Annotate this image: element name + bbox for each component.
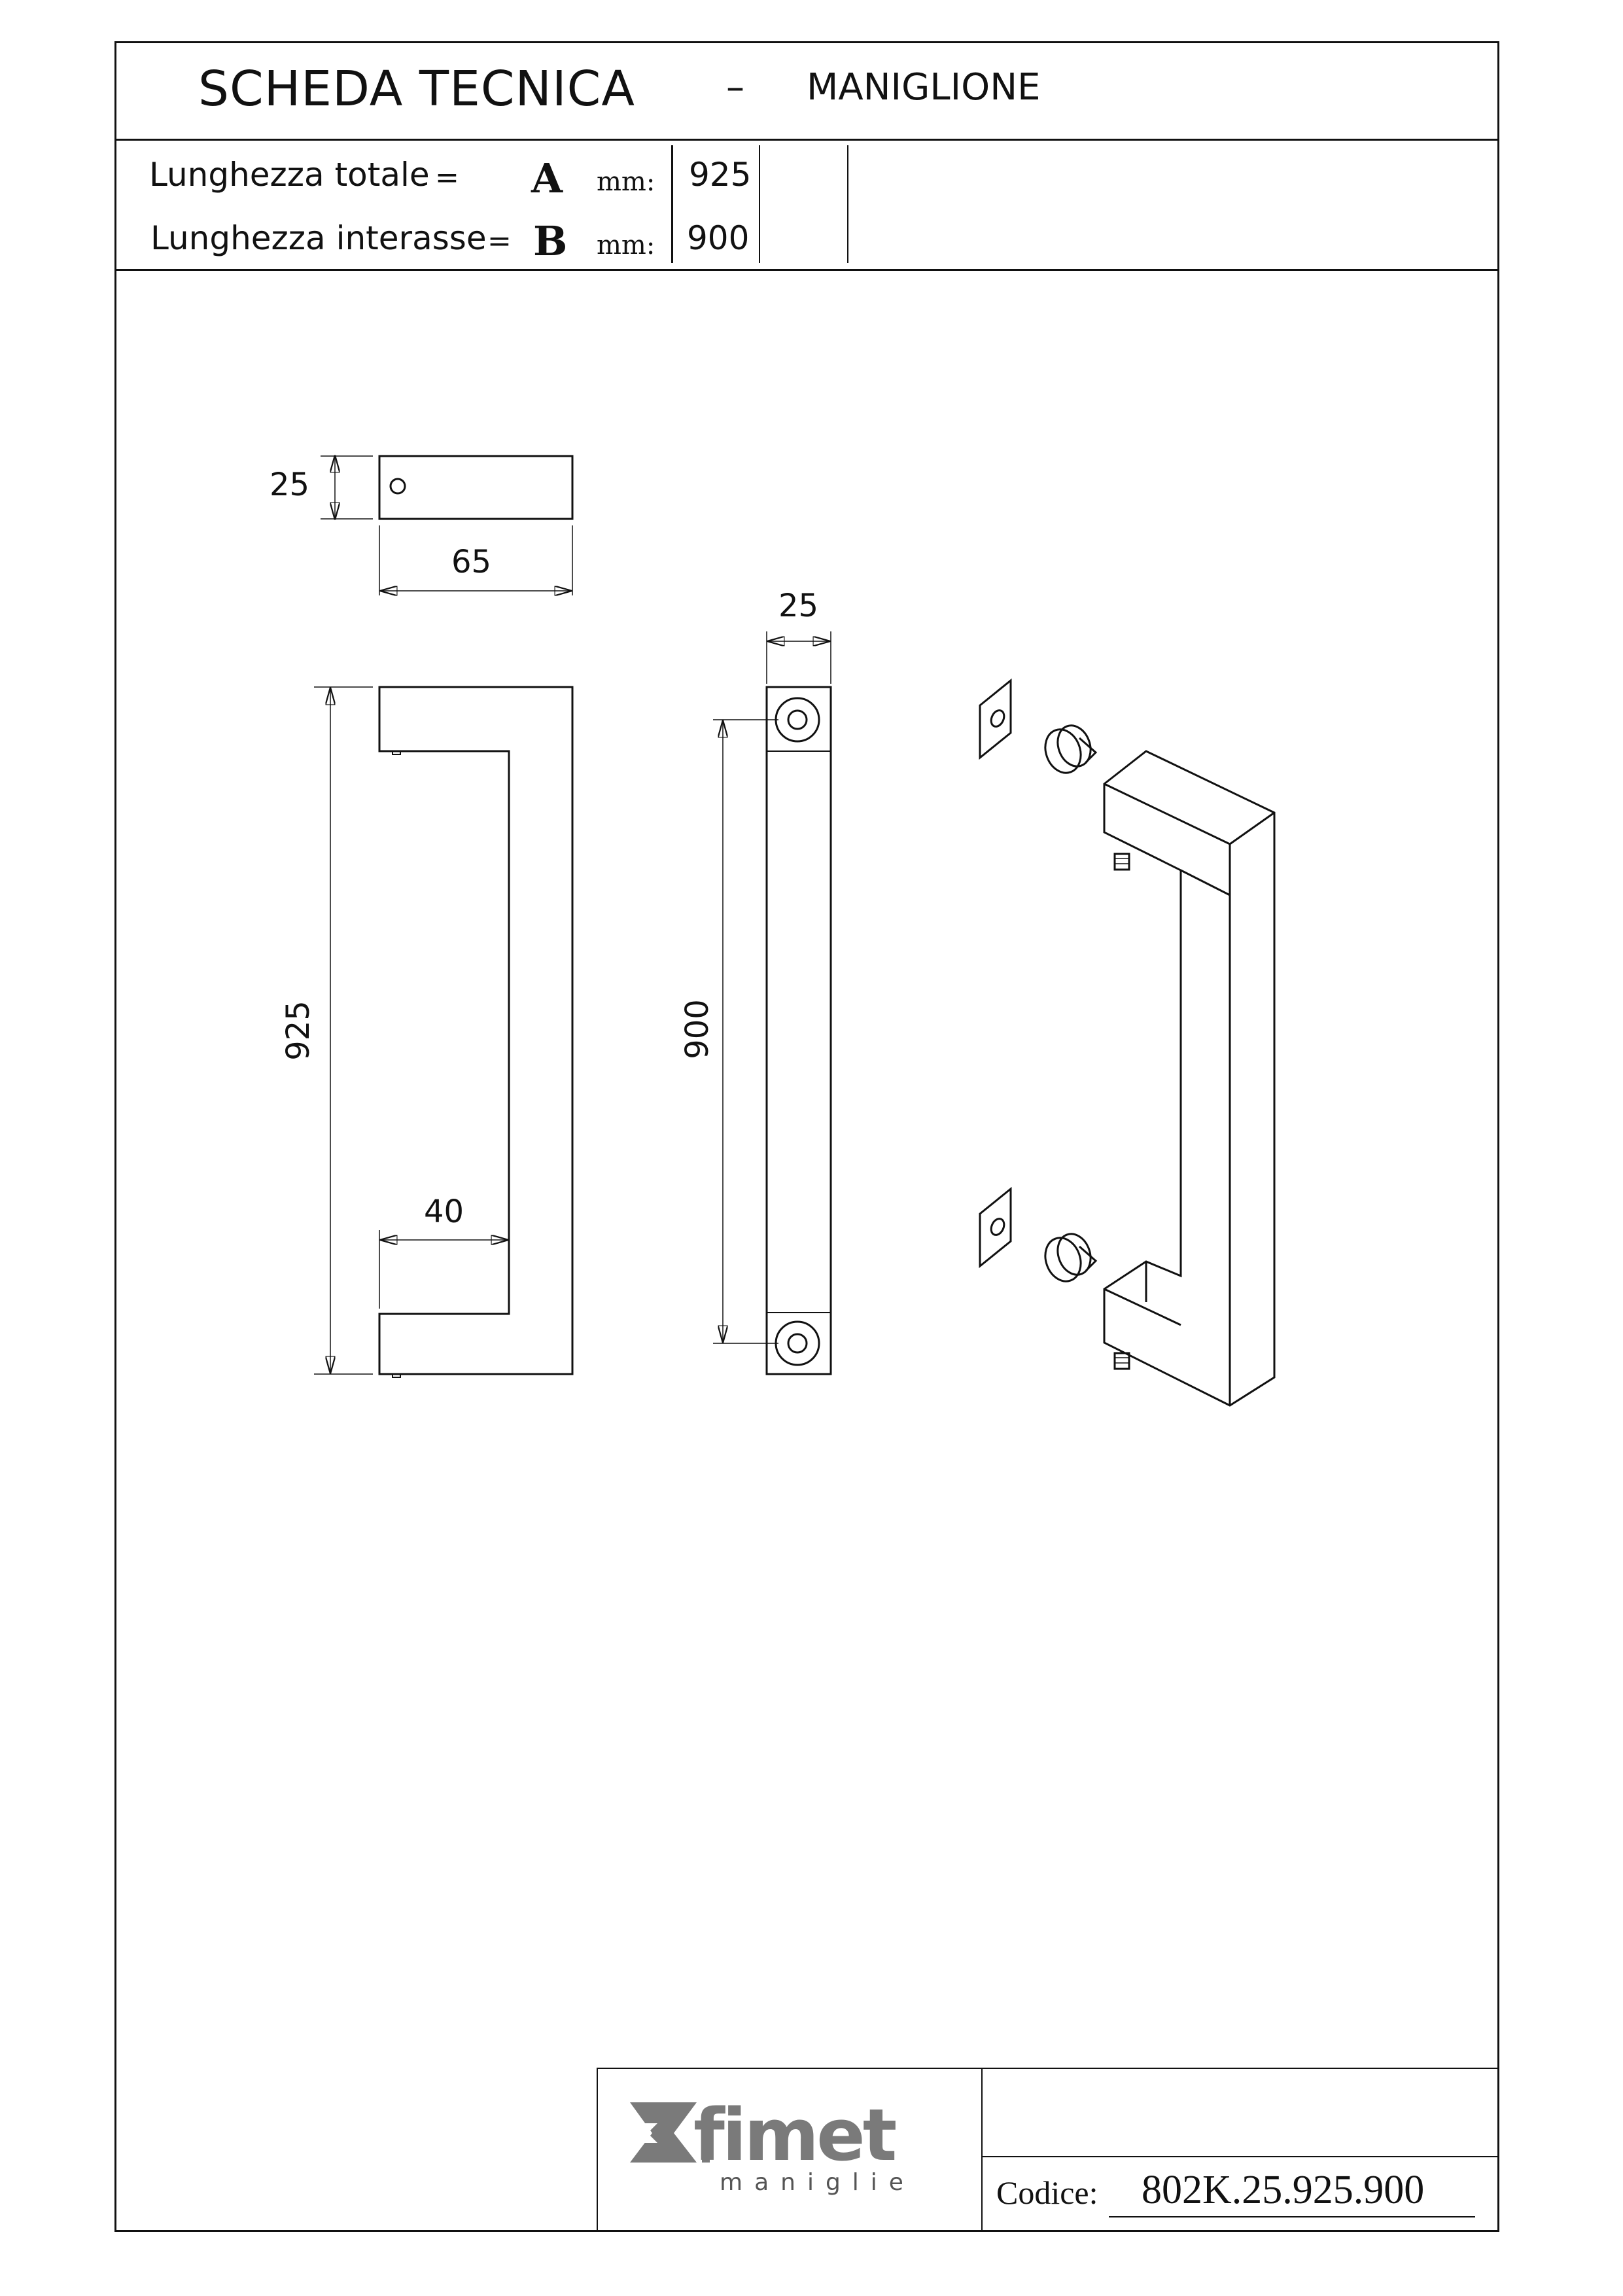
logo-mark: [625, 2102, 710, 2163]
spec-eq-total: =: [435, 161, 459, 194]
dim-centers: 900: [679, 999, 716, 1059]
dim-top-height: 25: [270, 467, 309, 503]
top-view-rect: [378, 455, 574, 520]
top-view-hole: [389, 478, 406, 495]
title-block-top: [597, 2068, 1499, 2069]
isometric-view: [979, 678, 1276, 1407]
spec-label-total: Lunghezza totale: [149, 156, 430, 194]
spec-col-divider: [671, 145, 673, 263]
spec-col-divider: [847, 145, 848, 263]
title-separator: –: [726, 66, 744, 109]
header: SCHEDA TECNICA – MANIGLIONE: [114, 41, 1499, 139]
spec-letter-a: A: [531, 154, 563, 202]
spec-unit-centers: mm:: [597, 230, 655, 260]
spec-col-divider: [759, 145, 760, 263]
dim-side-width: 25: [778, 588, 818, 624]
spec-value-total: 925: [689, 156, 752, 194]
code-label: Codice:: [996, 2174, 1098, 2211]
dim-total-length: 925: [280, 1000, 317, 1061]
side-view-bar: [765, 686, 832, 1375]
product-type: MANIGLIONE: [807, 66, 1041, 109]
code-value: 802K.25.925.900: [1142, 2168, 1425, 2212]
title-block-row-divider: [981, 2156, 1499, 2157]
code-underline: [1109, 2216, 1475, 2217]
logo-brand: fimet: [693, 2093, 897, 2177]
spec-label-centers: Lunghezza interasse: [150, 219, 487, 257]
spec-eq-centers: =: [487, 224, 512, 258]
spec-value-centers: 900: [687, 219, 750, 257]
side-view-mount-top: [775, 697, 820, 743]
fimet-logo: fimet maniglie: [625, 2093, 952, 2202]
spec-unit-total: mm:: [597, 167, 655, 197]
dim-top-width: 65: [451, 544, 491, 580]
sheet-title: SCHEDA TECNICA: [198, 61, 635, 117]
side-view-mount-bottom: [775, 1320, 820, 1366]
spec-letter-b: B: [533, 217, 568, 265]
logo-sub: maniglie: [720, 2169, 915, 2196]
front-view-handle: [378, 686, 574, 1375]
spec-divider: [114, 269, 1499, 271]
sheet-frame: [114, 41, 1499, 2232]
dim-inner-depth: 40: [424, 1193, 464, 1230]
header-divider: [114, 139, 1499, 141]
title-block-divider: [981, 2068, 983, 2232]
title-block-left: [597, 2068, 598, 2232]
